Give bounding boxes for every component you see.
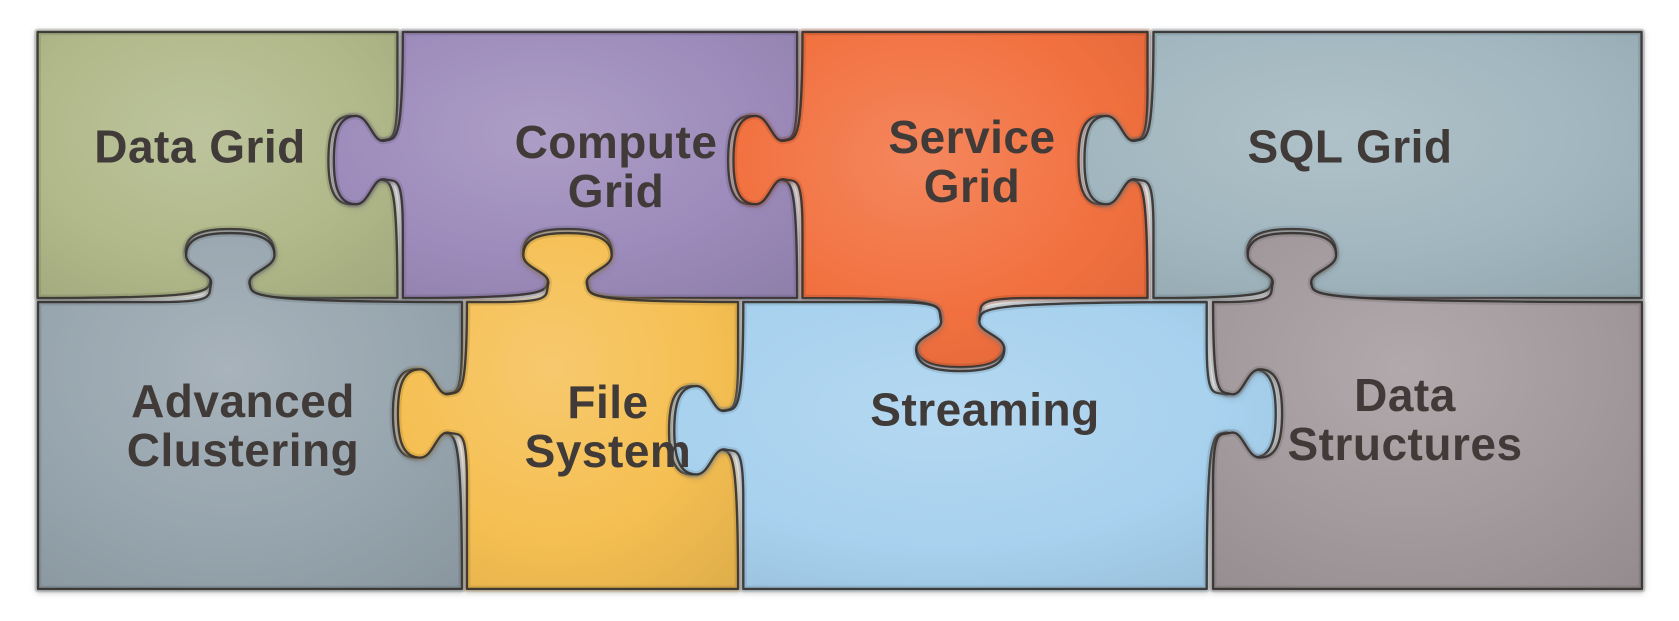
puzzle-piece-sql-grid — [1080, 28, 1645, 302]
puzzle-piece-data-structures — [1209, 229, 1646, 593]
puzzle-piece-service-grid — [729, 28, 1152, 371]
puzzle-piece-streaming — [670, 298, 1280, 593]
puzzle-piece-file-system — [394, 229, 742, 593]
puzzle-piece-compute-grid — [330, 28, 801, 302]
